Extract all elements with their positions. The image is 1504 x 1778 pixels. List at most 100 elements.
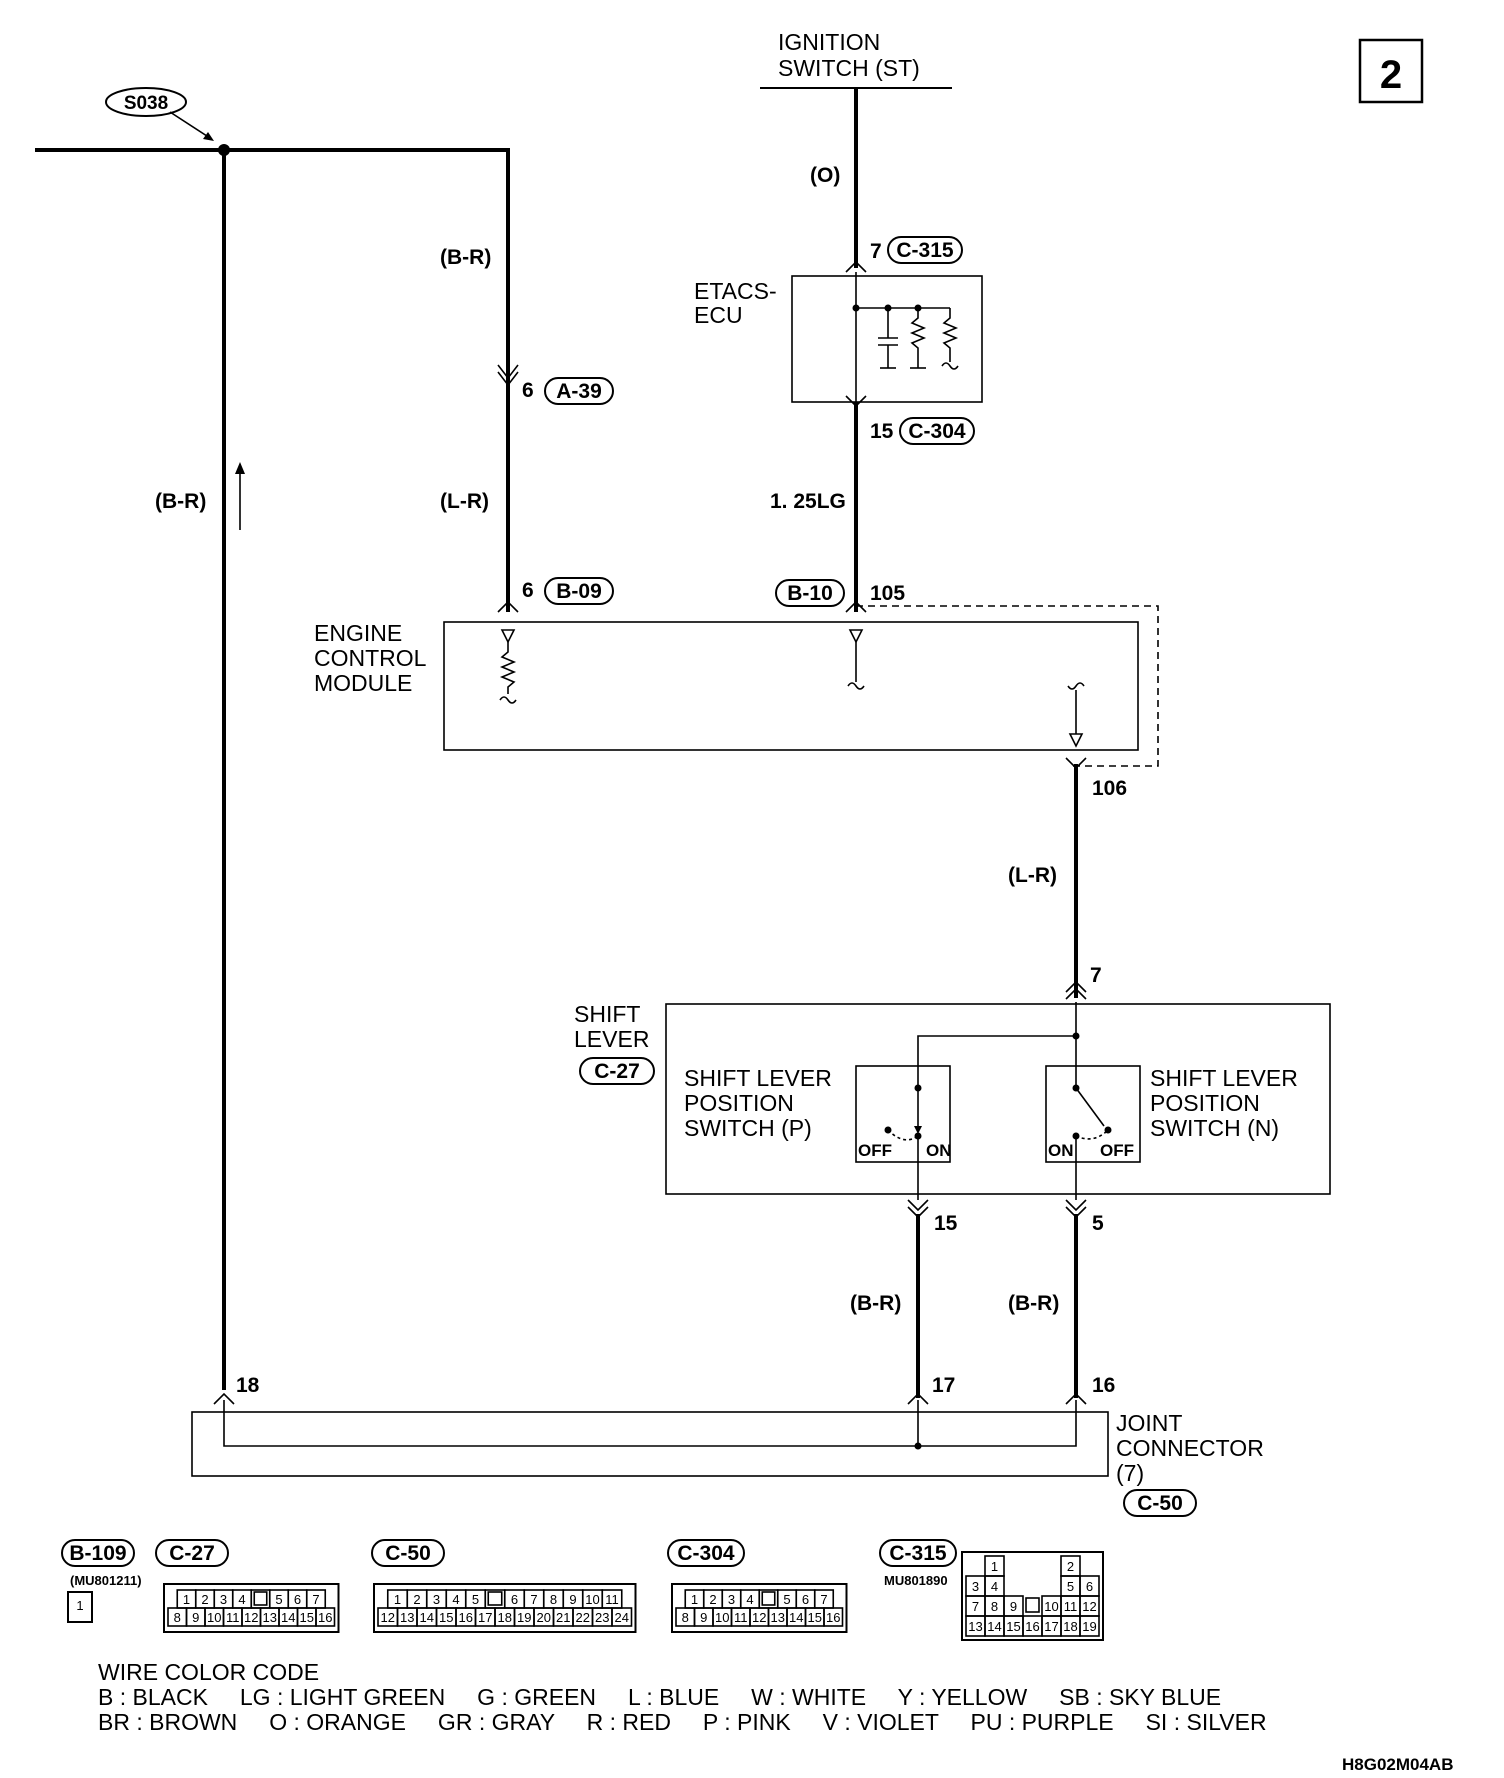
view-c27-pin: 8 <box>174 1610 181 1625</box>
view-c304-pin: 8 <box>682 1610 689 1625</box>
current-arrow-head <box>235 462 245 474</box>
pin-7-shift: 7 <box>1090 964 1102 987</box>
view-c27-pin: 12 <box>244 1610 258 1625</box>
view-c50-lock <box>487 1591 503 1606</box>
view-pill-c304 <box>667 1539 745 1567</box>
view-c27-pin: 1 <box>183 1592 190 1607</box>
wire-label-lr-mid: (L-R) <box>440 490 489 513</box>
view-c27-pin: 2 <box>201 1592 208 1607</box>
wire-label-lr-right: (L-R) <box>1008 864 1057 887</box>
diagram-code: H8G02M04AB <box>1342 1755 1454 1774</box>
view-c50-pin: 18 <box>498 1610 512 1625</box>
view-c27-pin: 10 <box>207 1610 221 1625</box>
view-c50-pin: 20 <box>537 1610 551 1625</box>
etacs-label-2: ECU <box>694 302 743 328</box>
wire-label-o: (O) <box>810 164 840 187</box>
view-c50-shell <box>373 1583 637 1633</box>
view-title-c50: C-50 <box>385 1542 431 1565</box>
c315-pin: 3 <box>972 1579 979 1594</box>
switch-p-off: OFF <box>858 1141 892 1160</box>
pin-105: 105 <box>870 582 905 605</box>
switch-n-travel <box>1075 1129 1109 1140</box>
switch-n-box <box>1045 1065 1141 1163</box>
switch-p-on: ON <box>926 1141 952 1160</box>
view-c50-pin: 14 <box>420 1610 434 1625</box>
view-c50-pin: 8 <box>550 1592 557 1607</box>
ecm-b10-break <box>847 682 865 690</box>
view-c50-pin: 15 <box>439 1610 453 1625</box>
c315-pin: 2 <box>1067 1559 1074 1574</box>
chevron-shift-7a <box>1065 980 1087 993</box>
view-c27-pin: 5 <box>275 1592 282 1607</box>
pin-7-c315: 7 <box>870 240 882 263</box>
view-c27-pin: 11 <box>226 1610 240 1625</box>
view-part-c315: MU801890 <box>884 1573 948 1588</box>
view-pill-c315 <box>879 1539 957 1567</box>
ignition-label-1: IGNITION <box>778 29 880 55</box>
switch-n-label-3: SWITCH (N) <box>1150 1115 1279 1141</box>
chevron-18 <box>213 1392 235 1405</box>
view-c304-pin: 9 <box>700 1610 707 1625</box>
conn-b10: B-10 <box>787 582 833 605</box>
conn-b09: B-09 <box>556 580 602 603</box>
etacs-resistor-1 <box>909 308 927 368</box>
switch-p-blade-tip <box>914 1126 922 1134</box>
ecm-input-b10 <box>848 629 864 644</box>
c315-pin: 15 <box>1006 1619 1020 1634</box>
legend-line-1: B : BLACK LG : LIGHT GREEN G : GREEN L :… <box>98 1684 1221 1710</box>
splice-pointer-arrow <box>203 132 214 141</box>
switch-n-label-1: SHIFT LEVER <box>1150 1065 1298 1091</box>
c315-pin: 16 <box>1025 1619 1039 1634</box>
chevron-shift-7b <box>1065 987 1087 1000</box>
view-c27-pin: 6 <box>294 1592 301 1607</box>
legend-line-2: BR : BROWN O : ORANGE GR : GRAY R : RED … <box>98 1709 1267 1735</box>
ecm-output-106 <box>1068 733 1084 748</box>
view-c50-pin: 13 <box>400 1610 414 1625</box>
joint-internal-bus <box>223 1400 1077 1447</box>
view-c304-pin: 16 <box>826 1610 840 1625</box>
view-c304-lock <box>761 1591 776 1606</box>
view-c304-pin: 13 <box>771 1610 785 1625</box>
conn-c50: C-50 <box>1137 1492 1183 1515</box>
conn-pill-c27 <box>579 1057 655 1085</box>
pin-16: 16 <box>1092 1374 1115 1397</box>
view-c50-pin: 9 <box>569 1592 576 1607</box>
ecm-res-break <box>499 696 517 704</box>
c315-lock <box>1025 1597 1040 1613</box>
view-c304-pin: 10 <box>715 1610 729 1625</box>
view-c304-pin: 2 <box>709 1592 716 1607</box>
chevron-a39-1 <box>497 364 519 380</box>
shift-internal-feed <box>917 1002 1077 1088</box>
c315-pin: 12 <box>1082 1599 1096 1614</box>
switch-p-label-3: SWITCH (P) <box>684 1115 812 1141</box>
shift-lever-label-1: SHIFT <box>574 1001 640 1027</box>
wire-label-lg: 1. 25LG <box>770 490 846 513</box>
pin-106: 106 <box>1092 777 1127 800</box>
joint-connector-box <box>191 1411 1109 1477</box>
conn-a39: A-39 <box>556 380 602 403</box>
c315-pin: 1 <box>991 1559 998 1574</box>
c315-pin: 13 <box>968 1619 982 1634</box>
ecm-box <box>443 621 1139 751</box>
view-c50-pin: 17 <box>478 1610 492 1625</box>
view-c304-pin: 3 <box>728 1592 735 1607</box>
switch-p-box <box>855 1065 951 1163</box>
ignition-label-2: SWITCH (ST) <box>778 55 920 81</box>
pin-6-a39: 6 <box>522 379 534 402</box>
c315-pin: 10 <box>1044 1599 1058 1614</box>
etacs-ecu-box <box>791 275 983 403</box>
switch-n-blade <box>1075 1087 1105 1127</box>
view-c304-shell <box>671 1583 848 1633</box>
wire-label-br-p: (B-R) <box>850 1292 901 1315</box>
ecm-input-b09 <box>500 629 516 644</box>
c315-pin: 19 <box>1082 1619 1096 1634</box>
wire-label-br-mid: (B-R) <box>440 246 491 269</box>
view-c50-pin: 12 <box>381 1610 395 1625</box>
view-c304-pin: 7 <box>820 1592 827 1607</box>
view-c27-pin: 14 <box>281 1610 295 1625</box>
legend-title: WIRE COLOR CODE <box>98 1659 319 1685</box>
view-title-c27: C-27 <box>169 1542 215 1565</box>
